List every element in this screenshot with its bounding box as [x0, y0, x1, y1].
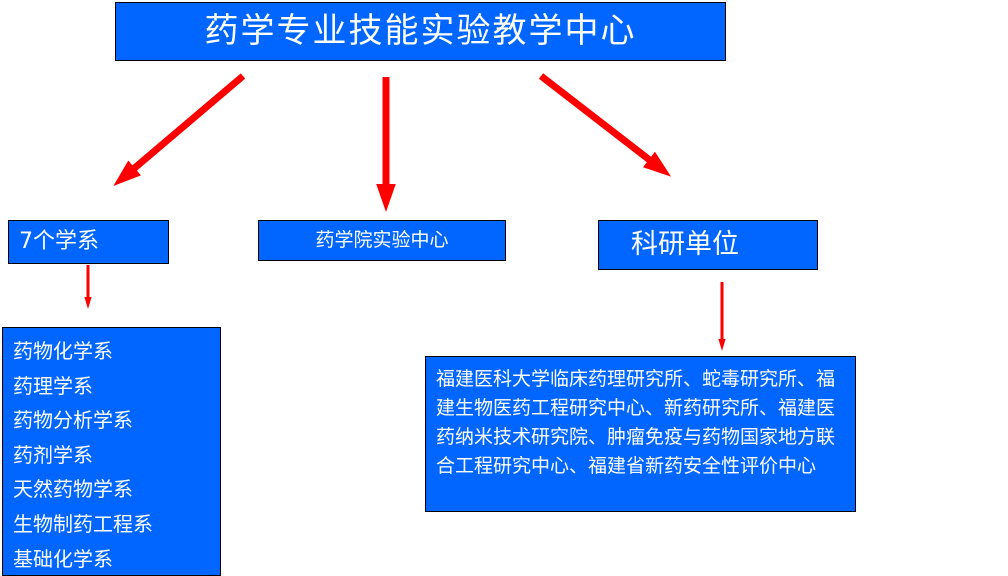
center-title-box: 药学专业技能实验教学中心: [115, 2, 726, 61]
research-units-list-box: 福建医科大学临床药理研究所、蛇毒研究所、福建生物医药工程研究中心、新药研究所、福…: [425, 356, 856, 512]
department-list-box: 药物化学系 药理学系 药物分析学系 药剂学系 天然药物学系 生物制药工程系 基础…: [2, 327, 221, 576]
lab-center-box: 药学院实验中心: [258, 220, 506, 261]
departments-box: 7个学系: [8, 220, 169, 264]
department-item: 生物制药工程系: [13, 511, 153, 536]
department-item: 天然药物学系: [13, 477, 133, 502]
department-item: 药理学系: [13, 373, 93, 398]
research-units-box: 科研单位: [598, 220, 818, 270]
department-item: 药剂学系: [13, 442, 93, 467]
arrow-to-research: [538, 73, 672, 177]
arrow-to-departments: [113, 73, 246, 187]
department-item: 药物分析学系: [13, 408, 133, 433]
department-item: 基础化学系: [13, 546, 113, 571]
department-item: 药物化学系: [13, 339, 113, 363]
